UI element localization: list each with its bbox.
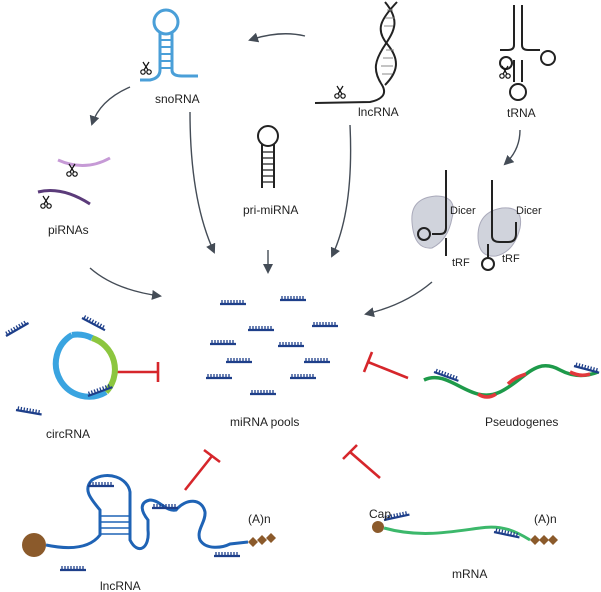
mrna-structure bbox=[372, 509, 558, 545]
pirnas-structure bbox=[37, 156, 111, 209]
lncrna-bottom-structure bbox=[22, 474, 276, 572]
mirna-strand bbox=[218, 298, 248, 306]
scissors-icon bbox=[334, 85, 346, 99]
cap-label: Cap bbox=[369, 507, 391, 521]
arrow-snorna-to-pirnas bbox=[89, 86, 131, 126]
mirna-strand bbox=[58, 564, 88, 572]
dicer-left bbox=[411, 170, 454, 256]
mirna-strand bbox=[204, 372, 234, 380]
trna-structure bbox=[499, 5, 556, 101]
inhibit-circrna bbox=[114, 362, 160, 382]
mirna-strand bbox=[208, 338, 238, 346]
mirna-pools-label: miRNA pools bbox=[230, 415, 299, 429]
arrow-snorna-to-pool bbox=[189, 111, 216, 254]
mirna-strand bbox=[80, 313, 108, 332]
mirna-strand bbox=[302, 356, 332, 364]
pseudogene-structure bbox=[423, 361, 601, 399]
mrna-label: mRNA bbox=[452, 567, 487, 581]
arrow-trna-to-trf bbox=[503, 129, 521, 166]
mirna-pool-cluster bbox=[204, 294, 340, 396]
mirna-strand bbox=[248, 388, 278, 396]
polya-tail bbox=[248, 533, 276, 547]
polya-right-label: (A)n bbox=[534, 512, 557, 526]
lncrna-helix bbox=[314, 1, 398, 104]
polya-tail bbox=[530, 535, 558, 545]
pseudogenes-label: Pseudogenes bbox=[485, 415, 558, 429]
mirna-strand bbox=[212, 550, 242, 558]
inhibit-pseudogenes bbox=[362, 351, 409, 380]
arrow-lncrna-to-snorna bbox=[248, 32, 306, 43]
lncrna-top-label: lncRNA bbox=[358, 105, 399, 119]
mirna-strand bbox=[288, 372, 318, 380]
source-arrows bbox=[89, 32, 521, 318]
inhibit-mrna bbox=[342, 444, 381, 479]
polya-left-label: (A)n bbox=[248, 512, 271, 526]
pri-mirna-structure bbox=[257, 125, 279, 188]
mirna-strand bbox=[572, 361, 601, 374]
mirna-strand bbox=[2, 318, 30, 338]
scissors-icon bbox=[140, 61, 152, 75]
mirna-strand bbox=[276, 340, 306, 348]
cap-dot bbox=[22, 533, 46, 557]
trf-right-label: tRF bbox=[502, 253, 520, 265]
dicer-right-label: Dicer bbox=[516, 205, 542, 217]
circrna-structure bbox=[2, 313, 118, 416]
lncrna-bottom-label: lncRNA bbox=[100, 579, 141, 592]
circrna-label: circRNA bbox=[46, 427, 90, 441]
dicer-right bbox=[477, 180, 522, 271]
mirna-strand bbox=[14, 404, 44, 416]
scissors-icon bbox=[40, 195, 52, 209]
arrow-pirnas-to-pool bbox=[89, 267, 162, 300]
mirna-strand bbox=[278, 294, 308, 302]
snorna-structure bbox=[140, 8, 198, 82]
mirna-strand bbox=[310, 320, 340, 328]
pirnas-label: piRNAs bbox=[48, 223, 89, 237]
mirna-strand bbox=[246, 324, 276, 332]
inhibit-lncrna bbox=[183, 448, 221, 491]
arrow-trf-to-pool bbox=[364, 281, 433, 318]
pri-mirna-label: pri-miRNA bbox=[243, 203, 298, 217]
snorna-label: snoRNA bbox=[155, 92, 200, 106]
mirna-strand bbox=[86, 480, 116, 488]
inhibition-marks bbox=[114, 351, 409, 491]
mirna-strand bbox=[224, 356, 254, 364]
trna-label: tRNA bbox=[507, 106, 536, 120]
dicer-left-label: Dicer bbox=[450, 205, 476, 217]
trf-left-label: tRF bbox=[452, 257, 470, 269]
arrow-lncrna-to-pool bbox=[330, 124, 352, 258]
cap-dot bbox=[372, 521, 384, 533]
